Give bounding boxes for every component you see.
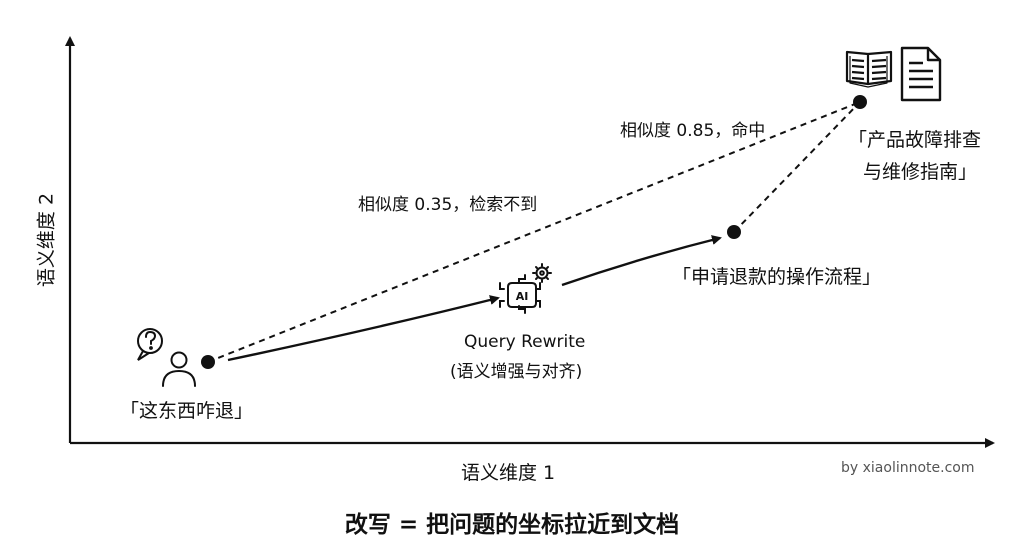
rewritten-point [727, 225, 741, 239]
document-point [853, 95, 867, 109]
document-label-line1: 「产品故障排查 [848, 129, 982, 151]
document-label-line2: 与维修指南」 [863, 161, 978, 183]
axes [65, 36, 995, 448]
rewrite-subtitle: (语义增强与对齐) [450, 362, 583, 382]
rewritten-query-label: 「申请退款的操作流程」 [672, 266, 882, 288]
rewrite-arrow-2 [561, 235, 722, 287]
query-label: 「这东西咋退」 [120, 400, 254, 422]
x-axis-label: 语义维度 1 [461, 462, 556, 484]
rewrite-title: Query Rewrite [464, 332, 586, 352]
svg-text:AI: AI [516, 290, 529, 303]
rewritten-similarity-label: 相似度 0.85，命中 [620, 121, 766, 141]
caption: 改写 = 把问题的坐标拉近到文档 [344, 512, 680, 538]
y-axis-label: 语义维度 2 [35, 192, 58, 288]
rewrite-arrow-1 [227, 295, 500, 362]
ai-gear-icon: AI [499, 263, 552, 314]
query-point [201, 355, 215, 369]
credit-text: by xiaolinnote.com [841, 460, 975, 476]
user-question-icon [137, 328, 196, 387]
direct-similarity-line [207, 101, 861, 363]
direct-similarity-label: 相似度 0.35，检索不到 [358, 195, 538, 215]
rewritten-similarity-line [733, 101, 861, 233]
book-icon [845, 50, 893, 88]
document-icon [900, 46, 942, 102]
